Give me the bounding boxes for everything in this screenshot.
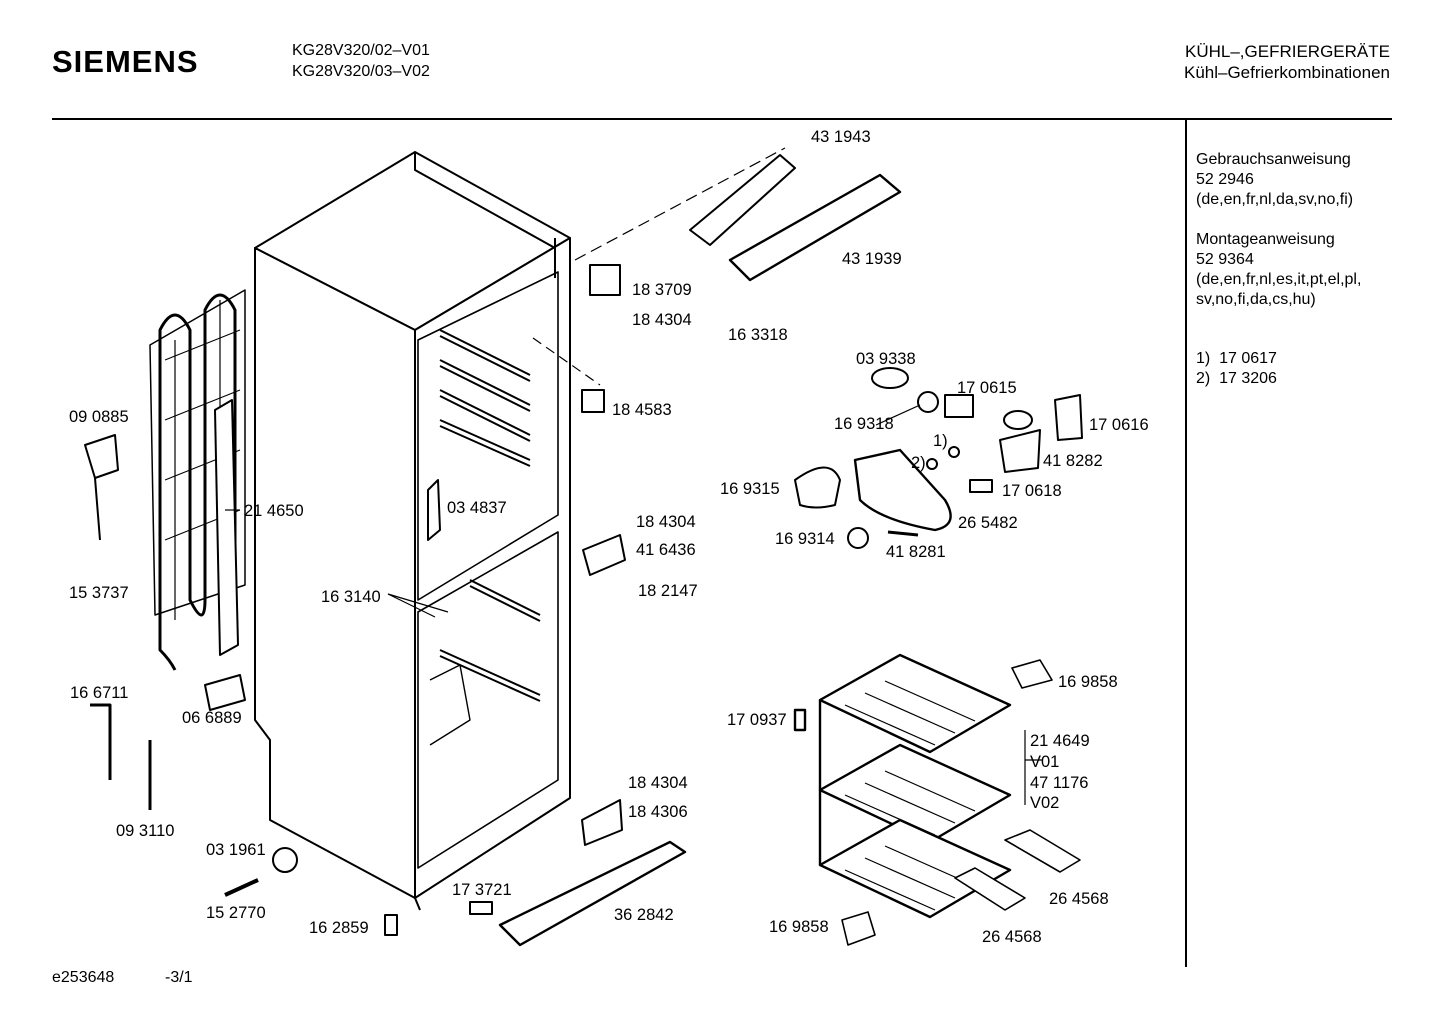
footnote-marker-1: 1)	[933, 432, 948, 450]
part-label: 41 8281	[886, 543, 946, 561]
part-label: 47 1176	[1030, 774, 1089, 792]
part-label: 36 2842	[614, 906, 674, 924]
plinth	[498, 840, 687, 947]
variant-label: V01	[1030, 753, 1060, 771]
mount-number: 52 9364	[1196, 251, 1254, 268]
part-label: 15 2770	[206, 904, 266, 922]
plinth-clip	[469, 901, 493, 915]
hinge-bracket	[581, 389, 605, 413]
part-label: 09 3110	[116, 822, 175, 840]
leader-lines	[225, 404, 1042, 805]
mount-languages-2: sv,no,fi,da,cs,hu)	[1196, 291, 1316, 308]
manual-number: 52 2946	[1196, 171, 1254, 188]
part-label: 26 4568	[1049, 890, 1109, 908]
part-label: 43 1939	[842, 250, 902, 268]
part-label: 18 4304	[628, 774, 688, 792]
part-label: 41 6436	[636, 541, 696, 559]
part-label: 15 3737	[69, 584, 129, 602]
mount-title: Montageanweisung	[1196, 231, 1335, 248]
category-subtitle: Kühl–Gefrierkombinationen	[1183, 63, 1390, 82]
part-label: 06 6889	[182, 709, 242, 727]
part-label: 17 0618	[1002, 482, 1062, 500]
part-label: 17 0616	[1089, 416, 1149, 434]
hinge-middle	[582, 534, 626, 576]
part-label: 16 9858	[1058, 673, 1118, 691]
part-label: 03 9338	[856, 350, 916, 368]
part-label: 18 2147	[638, 582, 698, 600]
hinge-bottom	[581, 799, 623, 846]
part-label: 16 2859	[309, 919, 369, 937]
manual-title: Gebrauchsanweisung	[1196, 151, 1351, 168]
part-label: 16 6711	[70, 684, 129, 702]
sensor-a	[90, 703, 112, 780]
control-unit	[794, 367, 1083, 549]
part-label: 21 4650	[244, 502, 304, 520]
side-rail	[214, 399, 239, 656]
part-label: 26 5482	[958, 514, 1018, 532]
part-label: 21 4649	[1030, 732, 1090, 750]
part-label: 17 0937	[727, 711, 787, 729]
part-label: 16 3318	[728, 326, 788, 344]
footnote-marker-2: 2)	[911, 454, 926, 472]
header-divider	[52, 118, 1392, 120]
part-label: 18 4304	[636, 513, 696, 531]
cabinet	[254, 151, 571, 911]
brand-logo: SIEMENS	[52, 44, 199, 79]
category-title: KÜHL–,GEFRIERGERÄTE	[1185, 42, 1390, 61]
drawing-code: e253648	[52, 969, 115, 986]
part-label: 43 1943	[811, 128, 871, 146]
freezer-grid-shelves	[793, 653, 1081, 946]
part-label: 16 9318	[834, 415, 894, 433]
mount-languages-1: (de,en,fr,nl,es,it,pt,el,pl,	[1196, 271, 1362, 288]
part-label: 18 3709	[632, 281, 692, 299]
model-number-2: KG28V320/03–V02	[292, 63, 430, 80]
part-label: 03 4837	[447, 499, 507, 517]
part-label: 03 1961	[206, 841, 266, 859]
part-label: 16 9858	[769, 918, 829, 936]
adjustable-foot	[384, 914, 398, 936]
part-label: 18 4583	[612, 401, 672, 419]
sidebar-divider	[1185, 119, 1187, 967]
part-label: 18 4306	[628, 803, 688, 821]
part-label: 41 8282	[1043, 452, 1103, 470]
part-label: 26 4568	[982, 928, 1042, 946]
part-label: 09 0885	[69, 408, 129, 426]
part-label: 16 3140	[321, 588, 381, 606]
part-label: 17 3721	[452, 881, 512, 899]
foot-roller	[272, 847, 298, 873]
power-plug	[84, 434, 119, 541]
hinge-top	[589, 264, 621, 296]
model-number-1: KG28V320/02–V01	[292, 42, 430, 59]
manual-languages: (de,en,fr,nl,da,sv,no,fi)	[1196, 191, 1354, 208]
drain-part	[427, 479, 441, 541]
part-label: 16 9315	[720, 480, 780, 498]
part-label: 17 0615	[957, 379, 1017, 397]
top-cover-assembly	[574, 147, 902, 282]
variant-label: V02	[1030, 794, 1060, 812]
footnote-1: 1) 17 0617	[1196, 350, 1277, 367]
part-label: 16 9314	[775, 530, 835, 548]
part-label: 18 4304	[632, 311, 692, 329]
page-number: -3/1	[165, 969, 193, 986]
drain-clip	[204, 674, 246, 711]
footnote-2: 2) 17 3206	[1196, 370, 1277, 387]
